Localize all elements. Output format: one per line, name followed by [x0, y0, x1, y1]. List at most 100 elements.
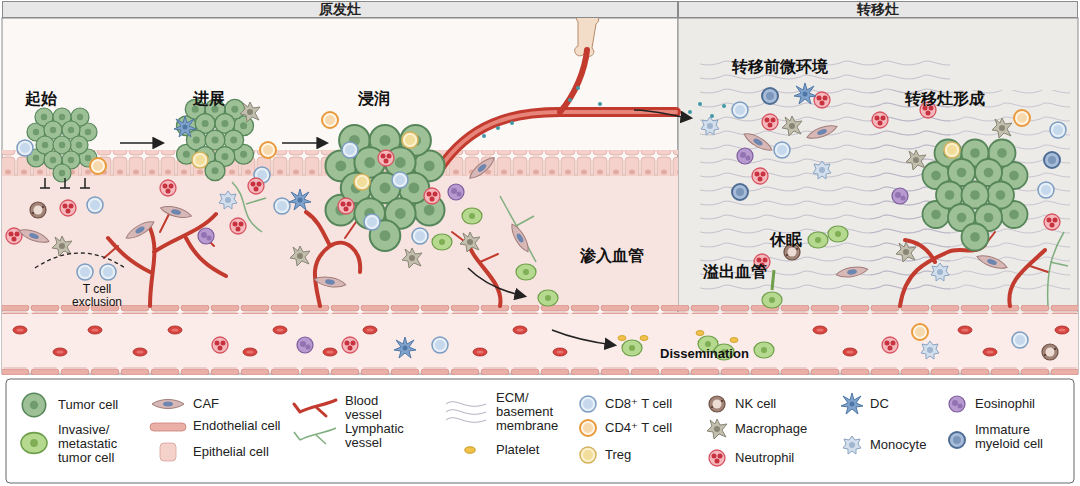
invasive-tumor-cell — [516, 264, 536, 280]
red-blood-cell — [363, 326, 377, 334]
treg-cell — [944, 142, 960, 158]
dendritic-cell — [289, 189, 311, 210]
cd4-t-cell — [1014, 110, 1030, 126]
annotation-text: T cell exclusion — [66, 283, 128, 309]
immature-myeloid-cell — [949, 432, 965, 448]
monocyte — [701, 117, 719, 135]
monocyte — [843, 436, 861, 454]
stage-label: 起始 — [25, 89, 57, 108]
neutrophil — [60, 200, 76, 216]
immature-myeloid-cell — [1044, 152, 1060, 168]
macrophage — [906, 150, 926, 170]
path-shape — [446, 402, 486, 423]
invasive-tumor-cell — [21, 433, 47, 454]
treg-cell — [402, 132, 418, 148]
stage-label: 浸润 — [358, 89, 390, 108]
monocyte — [931, 263, 949, 281]
path-shape — [1048, 232, 1068, 306]
immature-myeloid-cell — [762, 88, 778, 104]
invasive-tumor-cell — [622, 340, 642, 356]
legend-text: Macrophage — [735, 422, 807, 436]
legend-text: NK cell — [735, 397, 776, 411]
legend-text: Invasive/ metastatic tumor cell — [58, 423, 130, 465]
cd4-t-cell — [322, 112, 338, 128]
platelet — [640, 336, 648, 341]
macrophage — [402, 248, 422, 268]
immature-myeloid-cell — [732, 184, 748, 200]
path-shape — [552, 330, 614, 345]
neutrophil — [160, 180, 176, 196]
caf-cell — [152, 400, 184, 409]
treg-cell — [192, 152, 208, 168]
cd8-t-cell — [1038, 182, 1054, 198]
caf-cell — [835, 265, 868, 279]
neutrophil — [872, 112, 888, 128]
stage-label: 休眠 — [770, 230, 802, 249]
dendritic-cell — [841, 393, 863, 414]
tumor-cluster — [923, 140, 1028, 251]
red-blood-cell — [323, 348, 337, 356]
platelet — [618, 336, 626, 341]
rect-shape — [160, 443, 176, 461]
dendritic-cell — [794, 83, 816, 104]
circle-shape — [510, 121, 514, 125]
red-blood-cell — [53, 348, 67, 356]
header-band: 原发灶 — [2, 1, 678, 18]
cd4-t-cell — [260, 142, 276, 158]
cd8-t-cell — [77, 264, 93, 280]
cd8-t-cell — [100, 264, 116, 280]
path-shape — [440, 112, 676, 168]
cd8-t-cell — [580, 396, 596, 412]
rect-shape — [2, 312, 1078, 370]
platelet — [696, 331, 704, 336]
tumor-cluster — [27, 108, 97, 182]
red-blood-cell — [13, 326, 27, 334]
caf-cell — [313, 275, 346, 289]
caf-cell — [17, 226, 50, 245]
neutrophil — [378, 150, 394, 166]
macrophage — [290, 246, 310, 266]
invasive-tumor-cell — [828, 226, 848, 242]
eosinophil — [949, 396, 965, 412]
invasive-tumor-cell — [432, 234, 452, 250]
header-band: 转移灶 — [678, 1, 1078, 18]
platelet — [730, 338, 738, 343]
cd8-t-cell — [274, 198, 290, 214]
red-blood-cell — [473, 348, 487, 356]
neutrophil — [338, 198, 354, 214]
red-blood-cell — [168, 326, 182, 334]
rect-shape — [2, 367, 1078, 375]
circle-shape — [722, 104, 726, 108]
path-shape — [294, 400, 336, 416]
cd4-t-cell — [912, 324, 928, 340]
cd8-t-cell — [1050, 122, 1066, 138]
cd8-t-cell — [87, 197, 103, 213]
neutrophil — [248, 178, 264, 194]
monocyte — [219, 191, 237, 209]
legend-text: CAF — [193, 397, 219, 411]
neutrophil — [342, 337, 358, 353]
dendritic-cell — [174, 116, 196, 137]
circle-shape — [688, 110, 692, 114]
path-shape — [468, 268, 524, 296]
red-blood-cell — [553, 348, 567, 356]
red-blood-cell — [88, 326, 102, 334]
invasive-tumor-cell — [538, 290, 558, 306]
red-blood-cell — [243, 348, 257, 356]
cd8-t-cell — [732, 102, 748, 118]
red-blood-cell — [513, 326, 527, 334]
cd8-t-cell — [432, 337, 448, 353]
macrophage — [240, 102, 260, 122]
macrophage — [992, 118, 1012, 138]
cd8-t-cell — [392, 172, 408, 188]
legend-text: Platelet — [496, 443, 539, 457]
rect-shape — [150, 423, 186, 431]
legend-text: Neutrophil — [735, 451, 794, 465]
circle-shape — [482, 134, 486, 138]
cd8-t-cell — [774, 142, 790, 158]
invasive-tumor-cell — [462, 208, 482, 224]
macrophage — [460, 232, 480, 252]
cd4-t-cell — [90, 158, 106, 174]
legend-text: Epithelial cell — [193, 445, 269, 459]
